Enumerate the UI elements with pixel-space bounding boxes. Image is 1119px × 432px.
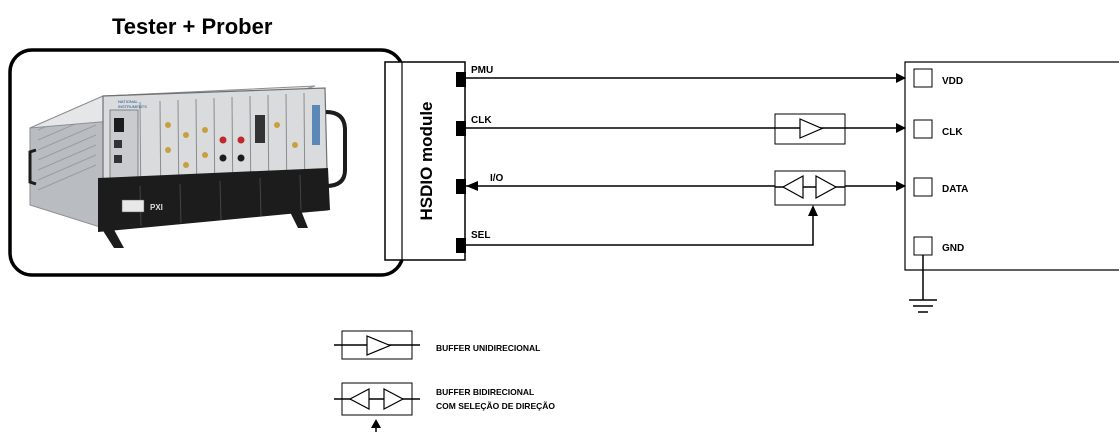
hsdio-module-label: HSDIO module	[417, 101, 436, 220]
io-bidirectional-buffer	[775, 171, 845, 205]
dut-pin-data-label: DATA	[942, 184, 968, 195]
dut-box	[905, 62, 1119, 270]
pxi-chassis-image: PXI NATIONAL INSTRUMENTS	[30, 86, 345, 248]
legend-bidirectional-symbol	[334, 383, 420, 432]
signal-clk-label: CLK	[471, 115, 492, 126]
io-left-arrowhead	[466, 181, 478, 191]
legend-bidirectional-label-2: COM SELEÇÃO DE DIREÇÃO	[436, 401, 555, 411]
pxi-model-label: PXI	[150, 203, 163, 212]
clk-unidirectional-buffer	[775, 114, 845, 144]
legend-bidirectional-label-1: BUFFER BIDIRECIONAL	[436, 387, 534, 397]
diagram-title: Tester + Prober	[112, 14, 273, 39]
pmu-pin-block	[456, 72, 466, 87]
ni-logo-line2: INSTRUMENTS	[118, 104, 147, 109]
dut-pin-gnd	[914, 237, 932, 255]
dut-pin-vdd	[914, 69, 932, 87]
clk-pin-block	[456, 121, 466, 136]
dut-pin-clk-label: CLK	[942, 127, 963, 138]
sel-arrowhead	[808, 205, 818, 216]
sel-wire	[466, 215, 813, 245]
signal-sel-label: SEL	[471, 230, 490, 241]
legend-unidirectional-symbol	[334, 331, 420, 359]
dut-pin-gnd-label: GND	[942, 243, 964, 254]
io-pin-block	[456, 179, 466, 194]
signal-io-label: I/O	[490, 173, 504, 184]
dut-pin-data	[914, 178, 932, 196]
ground-symbol	[909, 255, 937, 312]
dut-pin-clk	[914, 120, 932, 138]
sel-pin-block	[456, 238, 466, 253]
legend-unidirectional-label: BUFFER UNIDIRECIONAL	[436, 343, 540, 353]
signal-pmu-label: PMU	[471, 65, 493, 76]
dut-pin-vdd-label: VDD	[942, 76, 963, 87]
